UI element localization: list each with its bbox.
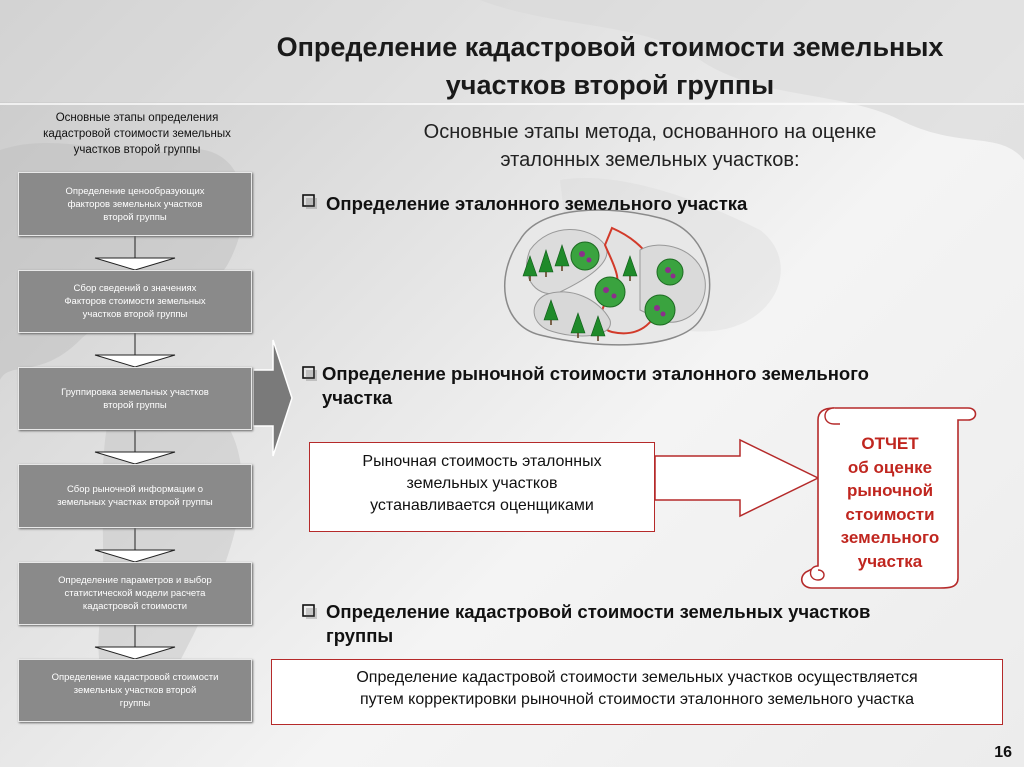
step-4-line1: Сбор рыночной информации о (66, 484, 204, 495)
step-3-line1: Группировка земельных участков (61, 386, 209, 398)
item-2-line1: Определение рыночной стоимости эталонног… (322, 363, 869, 384)
step-2-line3: участков второй группы (82, 309, 188, 320)
flow-arrow-1 (94, 257, 176, 271)
report-line2: об оценке (847, 457, 933, 477)
step-5-line1: Определение параметров и выбор (58, 575, 212, 586)
flow-arrow-4 (94, 549, 176, 563)
slide-title-line2: участков второй группы (445, 70, 775, 100)
item-3-heading: Определение кадастровой стоимости земель… (326, 600, 1016, 648)
checkbox-icon-1 (302, 194, 315, 207)
item-3-line1: Определение кадастровой стоимости земель… (326, 601, 871, 622)
market-box-line3: устанавливается оценщиками (370, 497, 594, 514)
left-heading-line2: кадастровой стоимости земельных (43, 128, 231, 140)
report-label: ОТЧЕТ об оценке рыночной стоимости земел… (828, 432, 952, 573)
market-box-line2: земельных участков (406, 475, 558, 492)
step-2-line2: Факторов стоимости земельных (64, 296, 206, 307)
item-2-line2: участка (322, 387, 393, 408)
step-1-line1: Определение ценообразующих (65, 185, 205, 197)
checkbox-icon-2 (302, 366, 315, 379)
subtitle-line2: эталонных земельных участков: (500, 149, 800, 171)
slide-title: Определение кадастровой стоимости земель… (200, 28, 1020, 104)
flow-arrow-5 (94, 646, 176, 660)
step-1-line3: второй группы (103, 211, 167, 223)
report-line1: ОТЧЕТ (861, 434, 919, 453)
market-box-line1: Рыночная стоимость эталонных (362, 453, 602, 470)
step-3-line2: второй группы (103, 399, 167, 411)
land-plot-illustration (503, 209, 711, 346)
left-heading-line3: участков второй группы (73, 144, 201, 156)
report-line6: участка (857, 551, 923, 571)
report-line5: земельного (840, 528, 940, 547)
step-2-line1: Сбор сведений о значениях (73, 283, 197, 294)
flow-arrow-2 (94, 354, 176, 368)
step-5: Определение параметров и выбор статистиче… (18, 562, 252, 625)
step-6-line3: группы (119, 698, 151, 709)
subtitle-line1: Основные этапы метода, основанного на оц… (423, 121, 877, 143)
report-scroll-icon (800, 407, 977, 589)
step-5-line3: кадастровой стоимости (82, 601, 188, 612)
cadastral-method-box: Определение кадастровой стоимости земель… (271, 659, 1003, 725)
side-arrow (252, 339, 293, 457)
bottom-box-line2: путем корректировки рыночной стоимости э… (359, 691, 915, 708)
report-line4: стоимости (845, 504, 935, 524)
slide-title-line1: Определение кадастровой стоимости земель… (276, 32, 944, 62)
left-heading-line1: Основные этапы определения (55, 112, 219, 124)
report-arrow (654, 438, 820, 518)
checkbox-icon-3 (302, 604, 315, 617)
page-number: 16 (994, 744, 1012, 761)
item-3-line2: группы (326, 625, 394, 646)
step-6-line1: Определение кадастровой стоимости (51, 672, 219, 683)
step-5-line2: статистической модели расчета (64, 588, 206, 599)
left-panel-heading: Основные этапы определения кадастровой с… (12, 110, 262, 158)
step-6: Определение кадастровой стоимости земельн… (18, 659, 252, 722)
flow-arrow-3 (94, 451, 176, 465)
section-subtitle: Основные этапы метода, основанного на оц… (330, 118, 970, 174)
report-line3: рыночной (846, 481, 934, 500)
bottom-box-line1: Определение кадастровой стоимости земель… (356, 669, 918, 686)
step-4: Сбор рыночной информации о земельных учас… (18, 464, 252, 528)
step-6-line2: земельных участков второй (73, 685, 197, 696)
item-1-heading: Определение эталонного земельного участк… (326, 193, 748, 214)
market-value-box: Рыночная стоимость эталонных земельных у… (309, 442, 655, 532)
step-4-line2: земельных участках второй группы (57, 497, 213, 508)
step-1-line2: факторов земельных участков (67, 198, 203, 210)
item-2-heading: Определение рыночной стоимости эталонног… (322, 362, 1012, 410)
